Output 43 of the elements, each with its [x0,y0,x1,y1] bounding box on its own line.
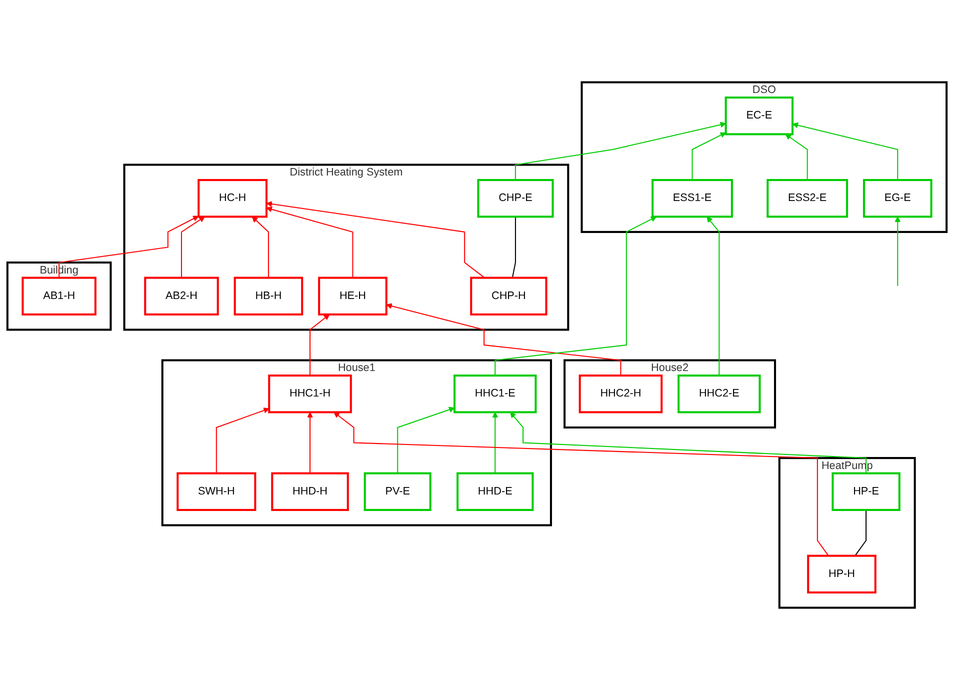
arrow [397,406,455,474]
node-box: SWH-H [176,472,256,511]
node-box: ESS1-E [652,179,733,218]
arrow [706,216,720,376]
node-box: HHC2-H [578,374,663,414]
connector [512,216,516,278]
arrow [894,216,901,286]
node-box: EC-E [724,96,794,136]
arrow [310,314,330,376]
node-box: HHC2-E [678,374,761,414]
node-box: HP-H [807,554,876,594]
node-box: HC-H [198,179,268,218]
node-box: ESS2-E [766,179,848,218]
arrow [181,216,205,278]
node-box: HE-H [318,276,388,316]
arrow [692,132,726,180]
arrow [510,412,867,474]
node-box: CHP-H [470,276,548,316]
arrow [307,412,313,474]
node-box: HB-H [234,276,304,316]
node-box: PV-E [364,472,432,511]
arrow [266,201,485,278]
node-box: HHC1-H [268,374,352,414]
node-box: EG-E [862,179,932,218]
arrow [492,412,498,474]
node-box: AB1-H [22,276,96,316]
arrow [494,216,657,376]
arrow [334,412,829,556]
node-box: AB2-H [144,276,219,316]
node-box: CHP-E [477,179,554,218]
node-box: HP-E [832,472,900,511]
arrow [252,216,269,278]
arrow [514,122,726,180]
arrow [792,122,898,180]
arrow [386,303,622,376]
connector [854,510,867,556]
arrow [266,206,354,278]
node-box: HHD-H [271,472,349,511]
arrow [216,408,270,474]
node-box: HHC1-E [454,374,537,414]
node-box: HHD-E [456,472,534,511]
arrow [58,216,199,278]
arrow [785,134,808,180]
